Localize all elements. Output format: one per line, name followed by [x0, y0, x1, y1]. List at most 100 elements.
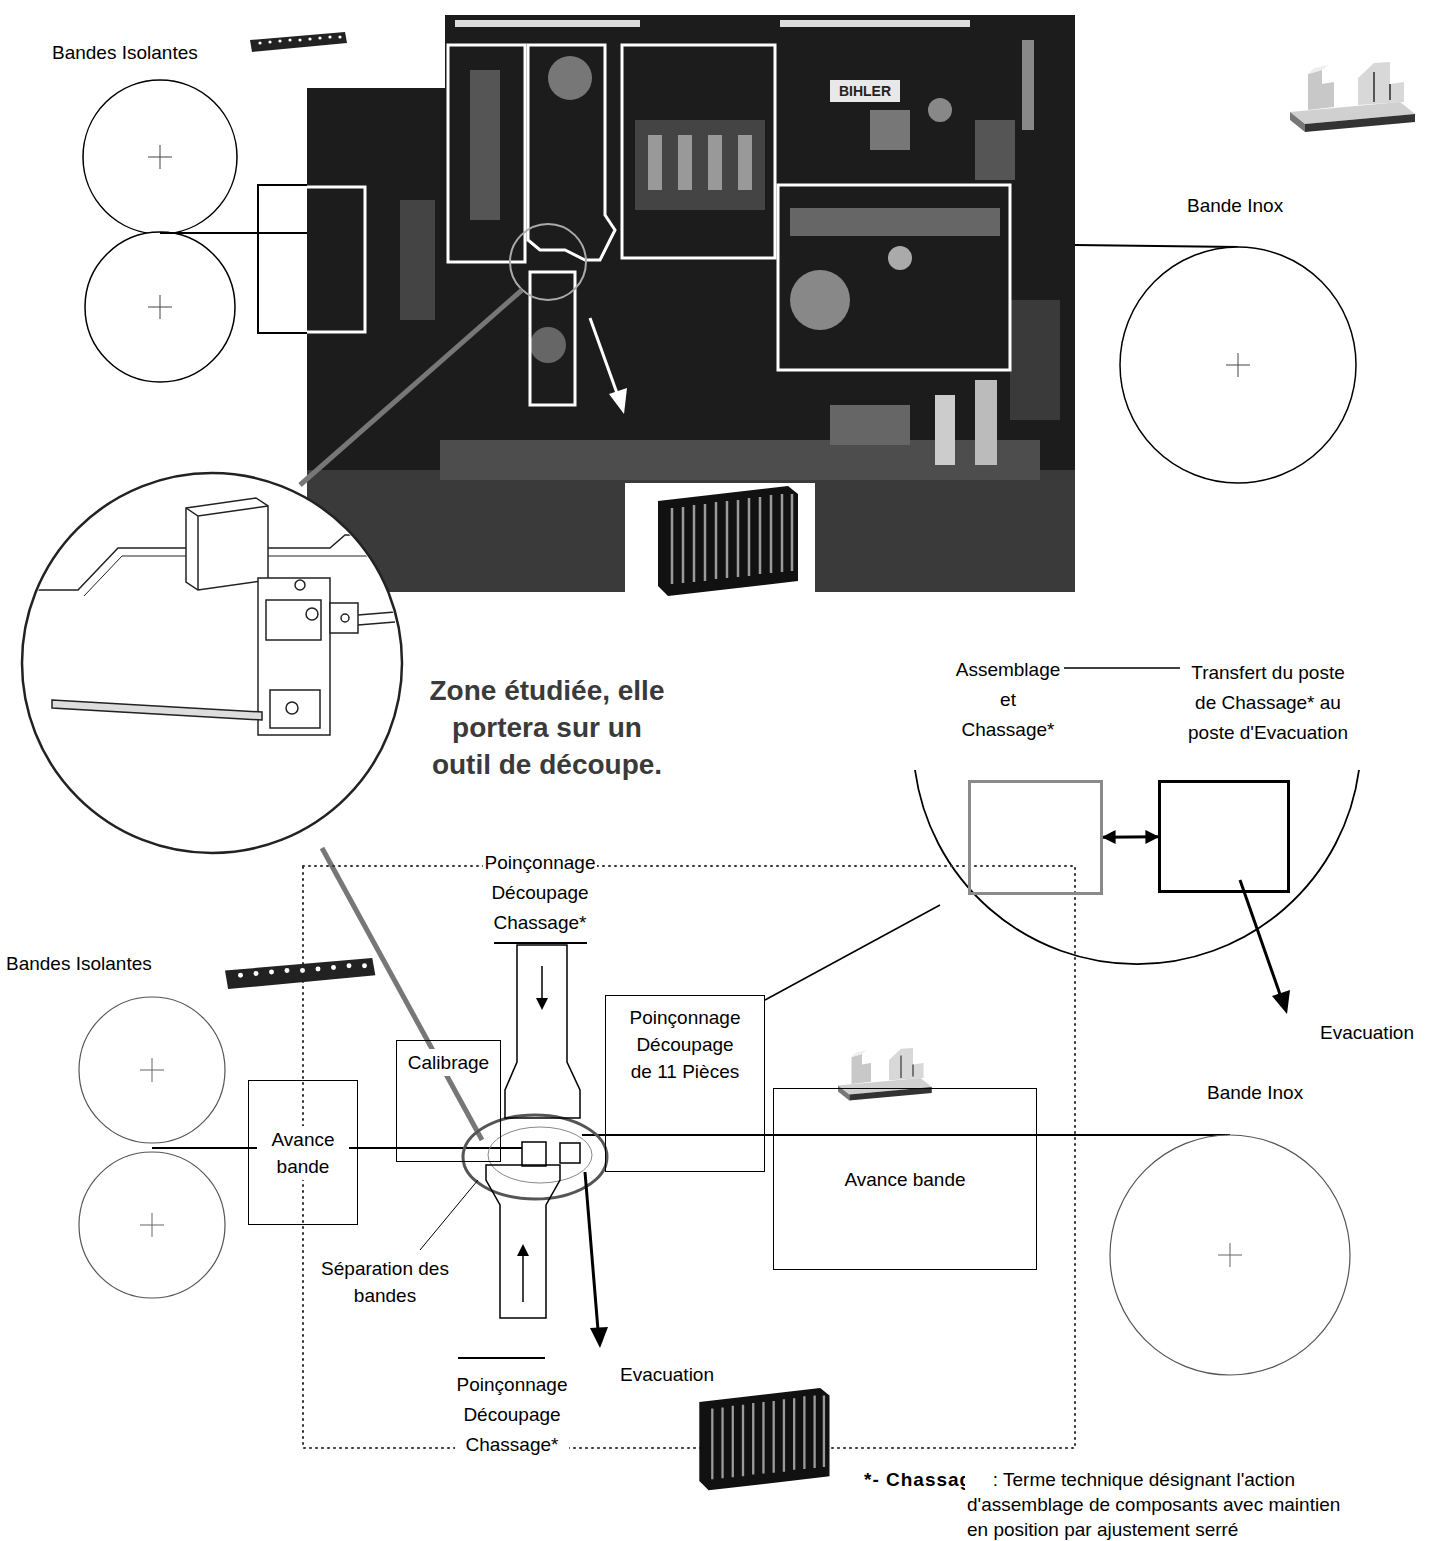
machine-photo	[470, 70, 500, 220]
zone-outline	[530, 272, 575, 405]
bracket	[258, 185, 307, 333]
roller	[1226, 353, 1250, 377]
node-heading: Poinçonnage Découpage Chassage*	[455, 1370, 570, 1460]
evacuation-arrow	[590, 1327, 608, 1348]
zoom-leader	[300, 290, 522, 485]
flow-label: Evacuation	[618, 1362, 716, 1387]
machine-photo	[400, 200, 435, 320]
node-text: Avance bande	[257, 1126, 349, 1180]
strip-band	[160, 232, 307, 234]
brand-plate: BIHLER	[830, 80, 900, 102]
comb-icon	[699, 1388, 829, 1490]
machine-photo	[780, 20, 970, 27]
punch-arrow	[522, 1252, 524, 1302]
zone-outline	[622, 45, 775, 258]
double-arrow	[1103, 835, 1158, 838]
machine-photo	[870, 110, 910, 150]
cutting-tool	[358, 612, 395, 625]
machine-photo	[790, 208, 1000, 236]
roller	[1120, 247, 1356, 483]
zone-outline	[448, 45, 525, 262]
zone-outline	[307, 187, 365, 332]
machine-photo	[830, 405, 910, 445]
comb-icon	[658, 486, 798, 596]
punch-outline	[505, 945, 580, 1120]
cutting-tool	[266, 600, 321, 640]
steel-band	[582, 1134, 1230, 1136]
footnote-text: : Terme technique désignant l'action d'a…	[965, 1467, 1354, 1541]
part-icon	[1290, 62, 1415, 132]
punch-arrow	[536, 998, 548, 1010]
punch-outline	[486, 1165, 560, 1318]
evacuation-arrow	[590, 318, 627, 414]
punch-arrow	[517, 1244, 529, 1256]
machine-photo	[888, 246, 912, 270]
strip-icon	[225, 958, 375, 989]
node-text: Calibrage	[406, 1049, 491, 1076]
cutting-tool	[306, 608, 318, 620]
part-icon	[838, 1048, 932, 1101]
cutting-tool	[295, 580, 305, 590]
tool-square	[560, 1143, 580, 1163]
zone-note: Zone étudiée, elle portera sur un outil …	[420, 672, 674, 783]
punch-shape: Poinçonnage Découpage Chassage*	[486, 1165, 560, 1318]
machine-photo	[708, 135, 722, 190]
detail-leader	[765, 905, 940, 1000]
machine-photo	[678, 135, 692, 190]
machine-photo	[975, 120, 1015, 180]
process-box: Avance bande	[248, 1080, 358, 1225]
punch-bar	[458, 1357, 545, 1359]
machine-photo	[928, 98, 952, 122]
roller	[83, 80, 237, 382]
process-box: Poinçonnage Découpage de 11 Pièces	[605, 995, 765, 1172]
punch-outline	[505, 945, 580, 1118]
machine-photo	[790, 270, 850, 330]
cutting-zone-inner	[488, 1127, 592, 1183]
tool-square	[522, 1142, 546, 1166]
machine-photo	[935, 395, 955, 465]
zone-outline	[307, 45, 1010, 405]
evacuation-arrow	[1240, 880, 1290, 1014]
machine-photo	[548, 56, 592, 100]
part-name: Bande Inox	[1185, 193, 1285, 218]
machine-photo	[530, 327, 566, 363]
process-box: Calibrage	[396, 1040, 501, 1162]
strip-icon	[250, 32, 347, 52]
roller	[1110, 1135, 1350, 1375]
machine-photo	[648, 135, 662, 190]
node-text: Avance bande	[842, 1166, 967, 1193]
punch-outline	[486, 1165, 560, 1318]
cutting-tool	[286, 702, 298, 714]
machine-photo	[1010, 300, 1060, 420]
punch-bar	[494, 942, 587, 944]
evacuation-arrow	[585, 1172, 598, 1330]
roller	[1218, 1243, 1242, 1267]
cutting-tool	[186, 506, 268, 590]
punch-arrow	[541, 966, 543, 1002]
zoom-marker	[510, 224, 586, 300]
zone-outline	[778, 185, 1010, 370]
steel-band	[1075, 245, 1238, 247]
part-name: Séparation des bandes	[318, 1255, 452, 1309]
cutting-tool	[258, 578, 330, 735]
heading-link	[1064, 667, 1182, 669]
node-heading: Transfert du poste de Chassage* au poste…	[1180, 658, 1356, 748]
roller	[1120, 247, 1356, 483]
station-box: Transfert du poste de Chassage* au poste…	[1158, 780, 1290, 893]
cutting-tool	[186, 498, 268, 590]
machine-photo	[455, 20, 640, 27]
cutting-tool	[330, 603, 358, 633]
zoom-leader	[322, 848, 482, 1140]
punch-shape: Poinçonnage Découpage Chassage*	[505, 945, 580, 1120]
part-name: Bande Inox	[1205, 1080, 1305, 1105]
cutting-tool	[10, 498, 420, 870]
zone-outline	[528, 45, 615, 260]
machine-photo	[1022, 40, 1034, 130]
detail-circle	[915, 770, 1359, 964]
roller	[1110, 1135, 1350, 1375]
evacuation-arrow	[590, 318, 618, 396]
evacuation-arrow	[585, 1172, 608, 1348]
